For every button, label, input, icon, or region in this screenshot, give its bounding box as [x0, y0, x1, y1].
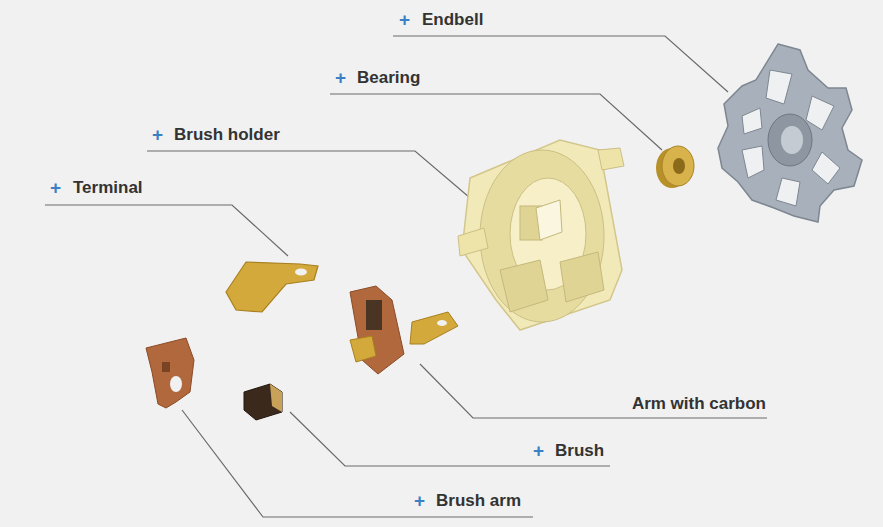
leader-line	[290, 412, 610, 466]
endbell-hub	[768, 114, 812, 166]
expand-marker: +	[335, 68, 346, 88]
brush-arm-slot	[162, 362, 170, 372]
endbell-window	[742, 146, 764, 178]
arm-terminal	[410, 312, 458, 344]
endbell-window	[776, 178, 800, 206]
brush-block	[244, 384, 282, 420]
holder-pocket	[560, 252, 604, 302]
brush	[244, 384, 282, 420]
expand-marker: +	[533, 441, 544, 461]
leader-line	[182, 410, 533, 517]
leader-line	[147, 151, 476, 203]
leader-line	[330, 94, 662, 150]
terminal	[226, 262, 318, 312]
leader-line	[45, 205, 288, 256]
part-label: Brush arm	[436, 491, 521, 511]
brush-arm	[146, 338, 194, 408]
endbell-window	[742, 108, 762, 134]
arm-terminal-hole	[437, 320, 447, 326]
terminal-plate	[226, 262, 318, 312]
expand-marker: +	[152, 125, 163, 145]
endbell-window	[766, 70, 792, 104]
part-label: Brush holder	[174, 125, 280, 145]
holder-ring	[480, 150, 604, 322]
brush-arm-plate	[146, 338, 194, 408]
holder-tab	[458, 228, 488, 256]
bearing-bore	[673, 158, 685, 174]
endbell	[718, 44, 862, 222]
arm-body	[350, 286, 404, 374]
brush-holder	[458, 140, 624, 330]
expand-marker: +	[50, 178, 61, 198]
holder-window	[536, 200, 562, 240]
bearing	[656, 146, 694, 188]
part-label: Endbell	[422, 10, 483, 30]
holder-pocket	[500, 260, 548, 312]
brush-face	[270, 384, 282, 412]
holder-body	[462, 140, 622, 330]
expand-marker: +	[414, 491, 425, 511]
part-label: Arm with carbon	[632, 394, 766, 414]
arm-carbon	[366, 300, 382, 330]
brush-arm-hole	[170, 376, 182, 392]
arm-tab	[350, 336, 376, 362]
endbell-plate	[718, 44, 862, 222]
endbell-window	[812, 152, 840, 184]
expand-marker: +	[399, 10, 410, 30]
holder-tab	[598, 148, 624, 170]
endbell-bore	[781, 126, 803, 154]
part-label: Brush	[555, 441, 604, 461]
arm-with-carbon	[350, 286, 458, 374]
leader-line	[393, 36, 728, 92]
terminal-hole	[295, 269, 307, 276]
endbell-window	[806, 96, 834, 130]
leader-line	[420, 364, 767, 418]
part-label: Bearing	[357, 68, 420, 88]
part-label: Terminal	[73, 178, 143, 198]
bearing-face	[662, 146, 694, 186]
